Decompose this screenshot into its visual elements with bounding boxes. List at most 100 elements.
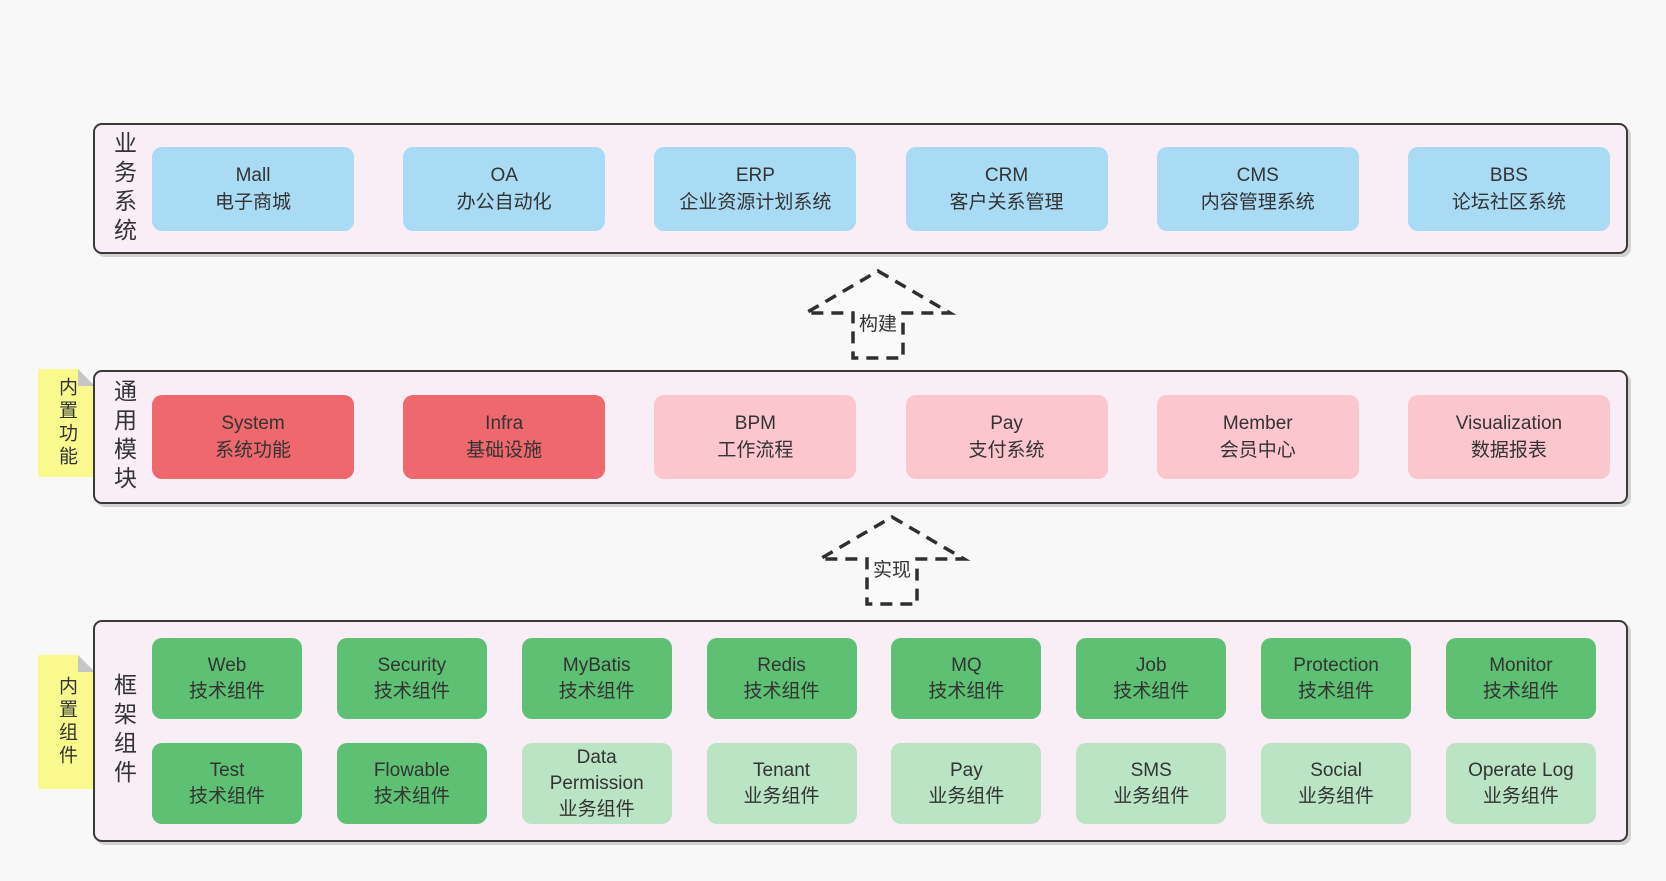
box-flowable: Flowable 技术组件 [336, 743, 487, 824]
box-subtitle: 论坛社区系统 [1451, 191, 1566, 213]
box-erp: ERP 企业资源计划系统 [654, 146, 857, 231]
box-subtitle: 技术组件 [1113, 680, 1190, 702]
box-subtitle: 工作流程 [717, 440, 794, 461]
box-title: Web [207, 654, 247, 676]
box-title: Test [209, 759, 245, 781]
box-title: ERP [735, 164, 775, 186]
box-subtitle: 技术组件 [188, 785, 265, 807]
box-subtitle: 电子商城 [214, 191, 291, 213]
component-boxes-grid: Web 技术组件 Security 技术组件 MyBatis 技术组件 Redi… [152, 622, 1626, 840]
box-member: Member 会员中心 [1156, 395, 1359, 479]
box-title: CMS [1236, 164, 1279, 186]
box-redis: Redis 技术组件 [706, 638, 857, 719]
arrow-label-backdrop [856, 311, 900, 335]
box-mybatis: MyBatis 技术组件 [521, 638, 672, 719]
box-web: Web 技术组件 [152, 638, 302, 719]
box-bpm: BPM 工作流程 [654, 395, 857, 479]
layer-label-components: 框架组件 [110, 673, 137, 789]
box-mall: Mall 电子商城 [152, 146, 354, 231]
build-arrow-up-icon: 构建 [799, 268, 957, 360]
box-subtitle: 业务组件 [743, 785, 820, 807]
box-subtitle: 业务组件 [928, 785, 1005, 807]
box-oa: OA 办公自动化 [403, 146, 606, 231]
box-title: BBS [1489, 164, 1528, 186]
box-sms: SMS 业务组件 [1076, 743, 1227, 824]
box-subtitle: 技术组件 [373, 680, 450, 702]
box-title: Pay [950, 759, 983, 781]
box-title: Visualization [1455, 413, 1563, 434]
layer-framework-components: 框架组件 Web 技术组件 Security 技术组件 MyBatis 技术组件… [93, 620, 1628, 842]
box-subtitle: 业务组件 [558, 798, 635, 820]
box-title: Social [1310, 759, 1362, 781]
box-title: System [221, 413, 285, 434]
box-subtitle: 技术组件 [188, 680, 265, 702]
box-title: Infra [485, 413, 524, 434]
box-title: Job [1135, 654, 1167, 676]
box-subtitle: 企业资源计划系统 [679, 191, 832, 213]
box-title: Data Permission [549, 746, 644, 794]
box-subtitle: 技术组件 [1298, 680, 1375, 702]
implement-arrow-up-icon: 实现 [813, 514, 971, 606]
box-subtitle: 业务组件 [1113, 785, 1190, 807]
box-monitor: Monitor 技术组件 [1445, 638, 1596, 719]
box-title: Member [1222, 413, 1293, 434]
box-subtitle: 技术组件 [743, 680, 820, 702]
box-mq: MQ 技术组件 [891, 638, 1042, 719]
box-title: Pay [990, 413, 1023, 434]
layer-common-modules: 通用模块 System 系统功能 Infra 基础设施 BPM 工作流程 Pay… [93, 370, 1628, 504]
box-infra: Infra 基础设施 [403, 395, 606, 479]
box-test: Test 技术组件 [152, 743, 302, 824]
sticky-note-label: 内置功能 [56, 377, 77, 469]
box-social: Social 业务组件 [1261, 743, 1412, 824]
box-cms: CMS 内容管理系统 [1156, 146, 1359, 231]
box-security: Security 技术组件 [336, 638, 487, 719]
box-subtitle: 技术组件 [558, 680, 635, 702]
box-title: Flowable [373, 759, 450, 781]
sticky-note-label: 内置组件 [56, 676, 77, 768]
box-job: Job 技术组件 [1076, 638, 1227, 719]
box-subtitle: 客户关系管理 [949, 191, 1064, 213]
box-title: Operate Log [1468, 759, 1574, 781]
box-title: BPM [734, 413, 776, 434]
box-subtitle: 会员中心 [1219, 440, 1296, 461]
component-row-2: Test 技术组件 Flowable 技术组件 Data Permission … [152, 743, 1596, 824]
box-title: Protection [1293, 654, 1379, 676]
box-subtitle: 支付系统 [968, 440, 1045, 461]
box-title: CRM [984, 164, 1029, 186]
sticky-note-builtin-features: 内置功能 [38, 369, 95, 477]
box-title: Monitor [1489, 654, 1553, 676]
layer-business-systems: 业务系统 Mall 电子商城 OA 办公自动化 ERP 企业资源计划系统 CRM… [93, 123, 1628, 254]
box-title: OA [490, 164, 518, 186]
box-subtitle: 基础设施 [466, 440, 543, 461]
box-visualization: Visualization 数据报表 [1407, 395, 1610, 479]
box-subtitle: 技术组件 [928, 680, 1005, 702]
box-subtitle: 业务组件 [1298, 785, 1375, 807]
build-arrow-label: 构建 [859, 313, 897, 335]
box-subtitle: 业务组件 [1482, 785, 1559, 807]
box-protection: Protection 技术组件 [1261, 638, 1412, 719]
box-title: Redis [757, 654, 806, 676]
box-subtitle: 数据报表 [1470, 440, 1547, 461]
business-boxes-row: Mall 电子商城 OA 办公自动化 ERP 企业资源计划系统 CRM 客户关系… [152, 125, 1626, 252]
box-pay-component: Pay 业务组件 [891, 743, 1042, 824]
box-title: Tenant [753, 759, 811, 781]
box-subtitle: 技术组件 [1482, 680, 1559, 702]
module-boxes-row: System 系统功能 Infra 基础设施 BPM 工作流程 Pay 支付系统… [152, 372, 1626, 502]
box-data-permission: Data Permission 业务组件 [521, 743, 672, 824]
box-title: MQ [951, 654, 982, 676]
box-subtitle: 技术组件 [373, 785, 450, 807]
sticky-note-builtin-components: 内置组件 [38, 655, 95, 789]
box-subtitle: 办公自动化 [456, 191, 552, 213]
box-pay-module: Pay 支付系统 [905, 395, 1108, 479]
box-system: System 系统功能 [152, 395, 354, 479]
box-tenant: Tenant 业务组件 [706, 743, 857, 824]
layer-label-modules: 通用模块 [110, 379, 137, 495]
layer-label-business: 业务系统 [110, 130, 137, 247]
box-title: Security [377, 654, 447, 676]
box-subtitle: 内容管理系统 [1200, 191, 1315, 213]
implement-arrow-label: 实现 [873, 559, 911, 581]
box-title: Mall [235, 164, 271, 186]
arrow-label-backdrop [870, 557, 914, 581]
box-title: SMS [1130, 759, 1172, 781]
